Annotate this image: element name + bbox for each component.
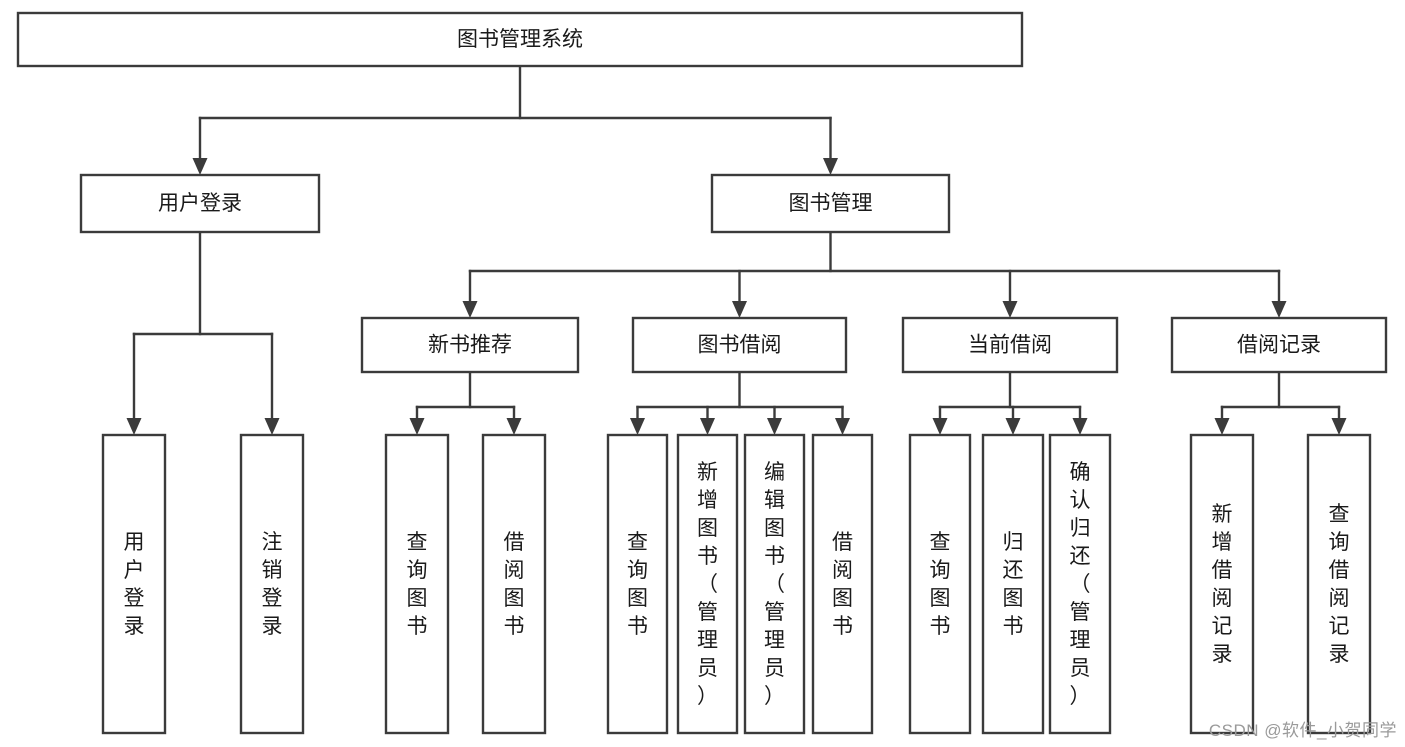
arrow-head-icon	[1002, 301, 1018, 318]
arrow-head-icon	[630, 418, 645, 435]
leaf-node-0[interactable]	[101, 433, 167, 735]
arrow-head-icon	[192, 158, 208, 175]
node-label: 用户登录	[124, 531, 145, 638]
node-rect[interactable]	[606, 433, 669, 735]
node-rect[interactable]	[101, 433, 167, 735]
arrow-head-icon	[264, 418, 280, 435]
leaf-node-3[interactable]	[481, 433, 547, 735]
node-rect[interactable]	[981, 433, 1045, 735]
arrow-head-icon	[506, 418, 522, 435]
arrow-head-icon	[409, 418, 425, 435]
arrow-head-icon	[767, 418, 782, 435]
arrow-head-icon	[835, 418, 850, 435]
arrow-head-icon	[1072, 418, 1088, 435]
node-rect[interactable]	[908, 433, 972, 735]
node-rect[interactable]	[239, 433, 305, 735]
arrow-head-icon	[1005, 418, 1021, 435]
node-label: 新增图书（管理员）	[697, 461, 718, 708]
node-rect[interactable]	[16, 11, 1024, 68]
leaf-node-4[interactable]	[606, 433, 669, 735]
node-label: 查询借阅记录	[1329, 503, 1350, 666]
node-rect[interactable]	[384, 433, 450, 735]
node-rect[interactable]	[1170, 316, 1388, 374]
node-rect[interactable]	[631, 316, 848, 374]
level3-node-1[interactable]	[631, 316, 848, 374]
leaf-node-10[interactable]	[1048, 433, 1112, 735]
connector-lines	[126, 64, 1347, 435]
node-label: 新书推荐	[428, 334, 512, 357]
arrow-head-icon	[1331, 418, 1347, 435]
node-label: 查询图书	[407, 531, 428, 638]
leaf-node-7[interactable]	[811, 433, 874, 735]
node-rect[interactable]	[1189, 433, 1255, 735]
node-label: 注销登录	[262, 531, 283, 638]
leaf-node-6[interactable]	[743, 433, 806, 735]
leaf-node-8[interactable]	[908, 433, 972, 735]
node-label: 用户登录	[158, 192, 242, 215]
arrow-head-icon	[1214, 418, 1230, 435]
node-rect[interactable]	[1306, 433, 1372, 735]
node-rect[interactable]	[79, 173, 321, 234]
node-label: 借阅记录	[1237, 334, 1321, 357]
node-rect[interactable]	[481, 433, 547, 735]
node-rect[interactable]	[676, 433, 739, 735]
level2-node-1[interactable]	[710, 173, 951, 234]
root-node[interactable]	[16, 11, 1024, 68]
leaf-node-5[interactable]	[676, 433, 739, 735]
node-rect[interactable]	[743, 433, 806, 735]
node-label: 归还图书	[1003, 531, 1024, 638]
node-label: 确认归还（管理员）	[1070, 461, 1091, 708]
node-label: 新增借阅记录	[1212, 503, 1233, 666]
leaf-node-12[interactable]	[1306, 433, 1372, 735]
arrow-head-icon	[462, 301, 478, 318]
level2-node-0[interactable]	[79, 173, 321, 234]
leaf-node-2[interactable]	[384, 433, 450, 735]
arrow-head-icon	[1271, 301, 1287, 318]
node-label: 图书管理	[789, 192, 873, 215]
node-label: 借阅图书	[832, 531, 853, 638]
leaf-node-11[interactable]	[1189, 433, 1255, 735]
level3-node-2[interactable]	[901, 316, 1119, 374]
arrow-head-icon	[932, 418, 948, 435]
arrow-head-icon	[823, 158, 838, 175]
node-label: 当前借阅	[968, 334, 1052, 357]
node-boxes[interactable]	[16, 11, 1388, 735]
node-label: 图书管理系统	[457, 28, 583, 51]
node-label: 查询图书	[930, 531, 951, 638]
arrow-head-icon	[700, 418, 715, 435]
node-rect[interactable]	[1048, 433, 1112, 735]
node-rect[interactable]	[811, 433, 874, 735]
arrow-head-icon	[732, 301, 747, 318]
arrow-head-icon	[126, 418, 142, 435]
level3-node-0[interactable]	[360, 316, 580, 374]
leaf-node-9[interactable]	[981, 433, 1045, 735]
node-rect[interactable]	[710, 173, 951, 234]
node-label: 借阅图书	[504, 531, 525, 638]
node-label: 查询图书	[627, 531, 648, 638]
node-rect[interactable]	[360, 316, 580, 374]
level3-node-3[interactable]	[1170, 316, 1388, 374]
node-labels: 图书管理系统用户登录图书管理新书推荐图书借阅当前借阅借阅记录用户登录注销登录查询…	[124, 28, 1350, 708]
leaf-node-1[interactable]	[239, 433, 305, 735]
node-label: 图书借阅	[698, 334, 782, 357]
node-label: 编辑图书（管理员）	[764, 461, 785, 708]
node-rect[interactable]	[901, 316, 1119, 374]
